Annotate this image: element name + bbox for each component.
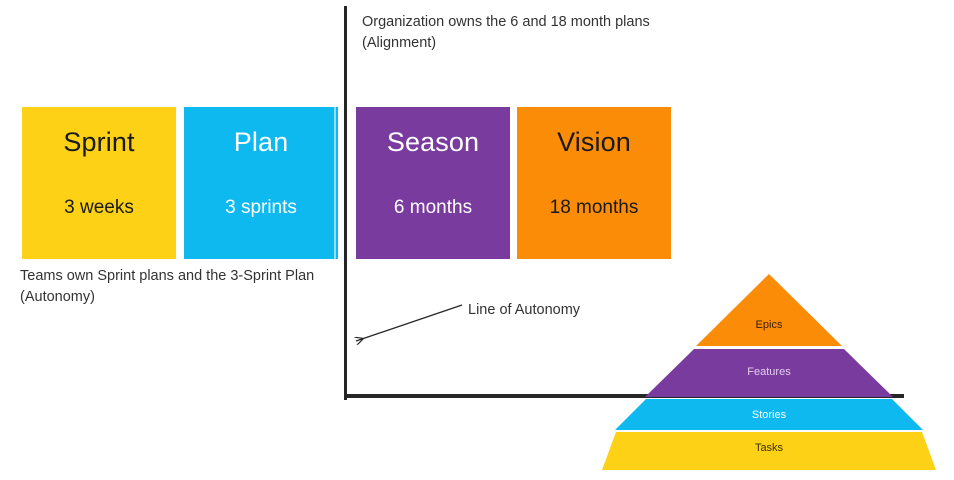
card-vision-title: Vision xyxy=(557,127,631,157)
pyramid-tier-stories-label: Stories xyxy=(752,409,787,421)
pyramid-tier-epics-label: Epics xyxy=(756,319,783,331)
card-season[interactable]: Season 6 months xyxy=(356,107,510,259)
card-plan[interactable]: Plan 3 sprints xyxy=(184,107,338,259)
pyramid-tier-tasks-label: Tasks xyxy=(755,442,784,454)
pyramid-tier-features-label: Features xyxy=(747,366,791,378)
card-plan-title: Plan xyxy=(233,127,289,157)
card-season-subtitle: 6 months xyxy=(393,197,473,218)
card-sprint[interactable]: Sprint 3 weeks xyxy=(22,107,176,259)
pyramid-tier-epics[interactable] xyxy=(696,274,842,346)
card-vision[interactable]: Vision 18 months xyxy=(517,107,671,259)
card-vision-subtitle: 18 months xyxy=(549,197,639,218)
card-sprint-subtitle: 3 weeks xyxy=(64,197,134,218)
vertical-divider-line xyxy=(344,6,347,400)
pyramid-tier-features[interactable] xyxy=(645,349,893,397)
card-sprint-title: Sprint xyxy=(63,127,135,157)
label-line-of-autonomy: Line of Autonomy xyxy=(468,302,581,318)
card-plan-subtitle: 3 sprints xyxy=(225,197,297,218)
leader-arrow-line xyxy=(356,304,463,341)
note-alignment: Organization owns the 6 and 18 month pla… xyxy=(362,14,650,52)
note-autonomy: Teams own Sprint plans and the 3-Sprint … xyxy=(20,268,315,306)
line-of-autonomy xyxy=(344,394,904,398)
pyramid-tier-tasks[interactable] xyxy=(602,432,936,470)
card-season-title: Season xyxy=(386,127,480,157)
pyramid-tier-stories[interactable] xyxy=(615,399,923,430)
